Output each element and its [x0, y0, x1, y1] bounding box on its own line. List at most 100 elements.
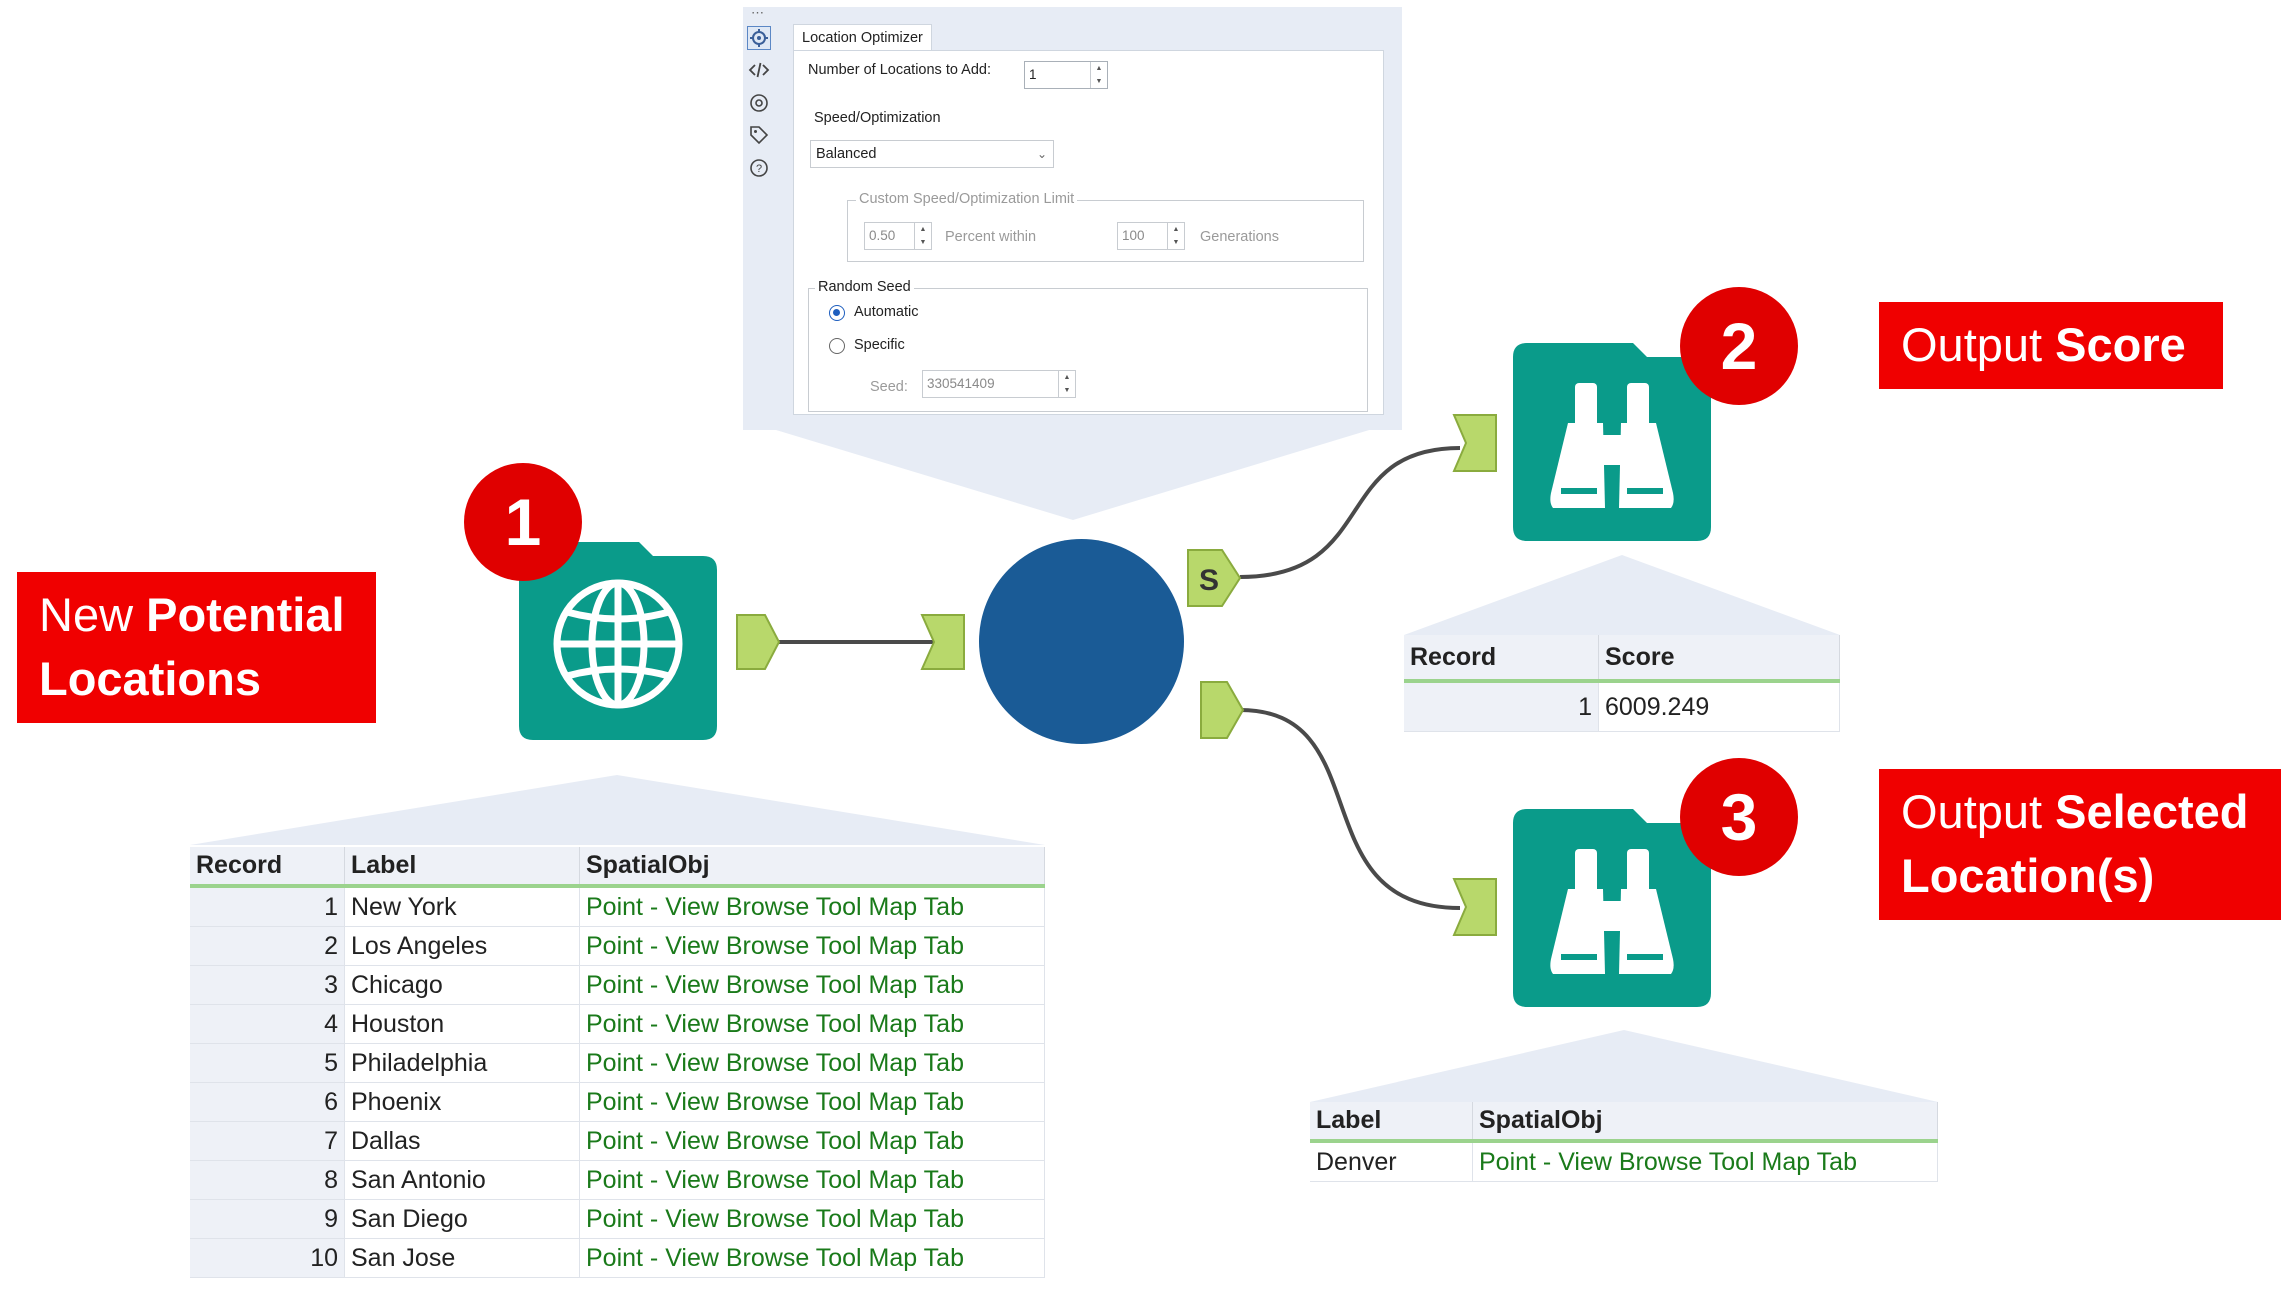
svg-text:?: ?: [756, 163, 762, 175]
browse-score-input-anchor[interactable]: [1452, 413, 1498, 473]
column-header-record[interactable]: Record: [1404, 635, 1599, 683]
table-row[interactable]: Denver Point - View Browse Tool Map Tab: [1310, 1141, 1938, 1182]
spatialobj-cell: Point - View Browse Tool Map Tab: [579, 1121, 1045, 1161]
more-dots-icon[interactable]: ⋯: [751, 5, 765, 20]
random-seed-group-title: Random Seed: [815, 279, 914, 295]
stepper-arrows-icon[interactable]: ▲▼: [1090, 62, 1107, 88]
percent-value: 0.50: [869, 228, 896, 243]
label-cell: San Diego: [344, 1199, 580, 1239]
spatialobj-cell: Point - View Browse Tool Map Tab: [579, 1238, 1045, 1278]
custom-speed-group: [847, 200, 1364, 262]
tag-icon[interactable]: [747, 123, 771, 147]
specific-radio[interactable]: [829, 338, 845, 354]
label-cell: San Antonio: [344, 1160, 580, 1200]
speed-select-value: Balanced: [816, 146, 877, 162]
optimizer-input-anchor[interactable]: [920, 613, 966, 671]
table-header-row: Label SpatialObj: [1310, 1102, 1938, 1143]
spatialobj-cell: Point - View Browse Tool Map Tab: [579, 1082, 1045, 1122]
score-output-anchor[interactable]: S: [1186, 548, 1242, 608]
spatialobj-cell: Point - View Browse Tool Map Tab: [579, 1043, 1045, 1083]
spatialobj-cell: Point - View Browse Tool Map Tab: [579, 886, 1045, 927]
record-cell: 4: [190, 1004, 345, 1044]
random-seed-group: [808, 288, 1368, 412]
specific-label: Specific: [854, 337, 905, 353]
selected-table-callout-pointer: [1310, 1030, 1938, 1102]
step-badge-3: 3: [1680, 758, 1798, 876]
percent-stepper[interactable]: 0.50 ▲▼: [864, 222, 932, 250]
config-callout-pointer: [743, 420, 1402, 520]
generations-stepper[interactable]: 100 ▲▼: [1117, 222, 1185, 250]
generations-value: 100: [1122, 228, 1145, 243]
num-locations-value: 1: [1029, 67, 1037, 82]
spatialobj-cell: Point - View Browse Tool Map Tab: [1472, 1141, 1938, 1182]
speed-select[interactable]: Balanced ⌄: [810, 140, 1054, 168]
label-cell: San Jose: [344, 1238, 580, 1278]
selected-output-anchor[interactable]: [1199, 680, 1245, 740]
column-header-label[interactable]: Label: [344, 847, 580, 888]
input-table-callout-pointer: [190, 775, 1045, 845]
input-tool-globe[interactable]: [519, 542, 717, 740]
selected-locations-table: Label SpatialObj Denver Point - View Bro…: [1310, 1102, 1938, 1182]
browse-selected-input-anchor[interactable]: [1452, 877, 1498, 937]
column-header-record[interactable]: Record: [190, 847, 345, 888]
num-locations-stepper[interactable]: 1 ▲▼: [1024, 61, 1108, 89]
label-cell: Chicago: [344, 965, 580, 1005]
record-cell: 7: [190, 1121, 345, 1161]
stepper-arrows-icon[interactable]: ▲▼: [1167, 223, 1184, 249]
spatialobj-cell: Point - View Browse Tool Map Tab: [579, 1160, 1045, 1200]
location-optimizer-tool[interactable]: [979, 539, 1184, 744]
label-cell: Denver: [1310, 1141, 1473, 1182]
speed-label: Speed/Optimization: [814, 110, 941, 126]
spatialobj-cell: Point - View Browse Tool Map Tab: [579, 1004, 1045, 1044]
score-cell: 6009.249: [1598, 681, 1840, 732]
seed-label: Seed:: [870, 379, 908, 395]
browse-tool-score[interactable]: [1513, 343, 1711, 541]
record-cell: 2: [190, 926, 345, 966]
seed-value: 330541409: [927, 376, 995, 391]
configure-icon[interactable]: [747, 91, 771, 115]
spatialobj-cell: Point - View Browse Tool Map Tab: [579, 1199, 1045, 1239]
record-cell: 5: [190, 1043, 345, 1083]
column-header-spatialobj[interactable]: SpatialObj: [1472, 1102, 1938, 1143]
label-cell: Philadelphia: [344, 1043, 580, 1083]
automatic-radio[interactable]: [829, 305, 845, 321]
s-anchor-letter: S: [1199, 564, 1219, 597]
score-table: Record Score 1 6009.249: [1404, 635, 1840, 732]
browse-tool-selected[interactable]: [1513, 809, 1711, 1007]
label-cell: Dallas: [344, 1121, 580, 1161]
stepper-arrows-icon[interactable]: ▲▼: [1058, 371, 1075, 397]
seed-stepper[interactable]: 330541409 ▲▼: [922, 370, 1076, 398]
column-header-label[interactable]: Label: [1310, 1102, 1473, 1143]
binoculars-icon: [1550, 383, 1674, 508]
record-cell: 8: [190, 1160, 345, 1200]
table-row[interactable]: 1 6009.249: [1404, 681, 1840, 732]
column-header-spatialobj[interactable]: SpatialObj: [579, 847, 1045, 888]
tab-location-optimizer[interactable]: Location Optimizer: [793, 24, 932, 51]
code-icon[interactable]: [747, 58, 771, 82]
record-cell: 9: [190, 1199, 345, 1239]
automatic-label: Automatic: [854, 304, 919, 320]
spatialobj-cell: Point - View Browse Tool Map Tab: [579, 965, 1045, 1005]
label-cell: Houston: [344, 1004, 580, 1044]
input-output-anchor[interactable]: [735, 613, 781, 671]
binoculars-icon: [1550, 849, 1674, 974]
column-header-score[interactable]: Score: [1598, 635, 1840, 683]
generations-label: Generations: [1200, 229, 1279, 245]
help-icon[interactable]: ?: [747, 156, 771, 180]
stepper-arrows-icon[interactable]: ▲▼: [914, 223, 931, 249]
globe-icon: [553, 579, 683, 709]
record-cell: 6: [190, 1082, 345, 1122]
score-table-callout-pointer: [1404, 555, 1840, 635]
gear-icon[interactable]: [747, 26, 771, 50]
